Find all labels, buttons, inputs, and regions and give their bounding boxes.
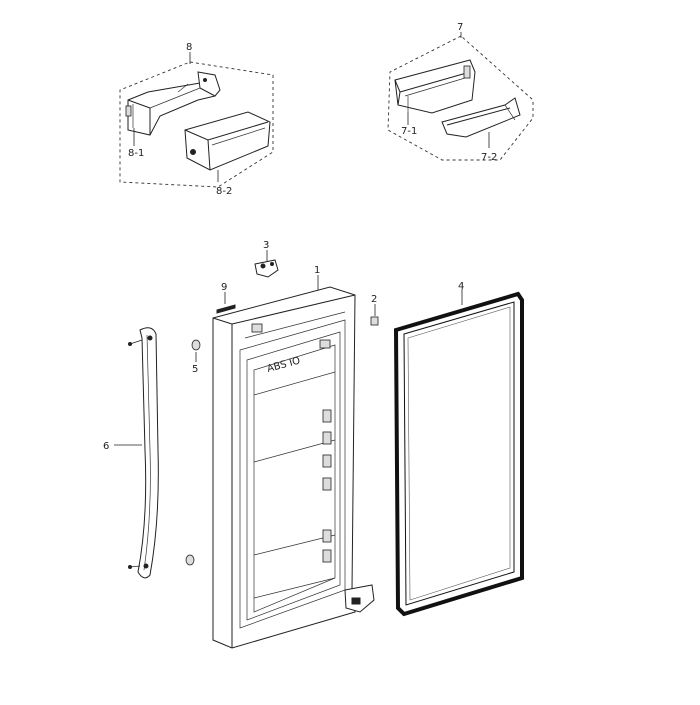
label-8-2: 8-2 (216, 186, 232, 197)
label-4: 4 (458, 281, 464, 292)
part-6: 6 (103, 327, 159, 579)
label-3: 3 (263, 240, 269, 251)
part-8-2 (184, 111, 271, 171)
assembly-8: 8 8-1 8-2 (119, 42, 274, 197)
part-3: 3 (254, 240, 279, 278)
group-7-boundary (387, 35, 534, 161)
group-8-boundary (119, 61, 274, 188)
label-2: 2 (371, 294, 377, 305)
label-5: 5 (192, 364, 198, 375)
label-6: 6 (103, 441, 109, 452)
part-5: 5 (185, 339, 201, 566)
part-4: 4 (393, 281, 524, 617)
part-7-1 (394, 59, 476, 114)
label-1: 1 (314, 265, 320, 276)
label-8-1: 8-1 (128, 148, 144, 159)
part-8-1 (125, 71, 221, 136)
part-2: 2 (370, 294, 379, 326)
label-8: 8 (186, 42, 192, 53)
part-1: 1 ABS IO (212, 265, 375, 649)
label-7: 7 (457, 22, 463, 33)
part-7-2 (441, 97, 521, 138)
label-9: 9 (221, 282, 227, 293)
label-7-2: 7-2 (481, 152, 497, 163)
label-7-1: 7-1 (401, 126, 417, 137)
part-9: 9 (216, 282, 236, 314)
assembly-7: 7 7-1 7-2 (387, 22, 534, 163)
